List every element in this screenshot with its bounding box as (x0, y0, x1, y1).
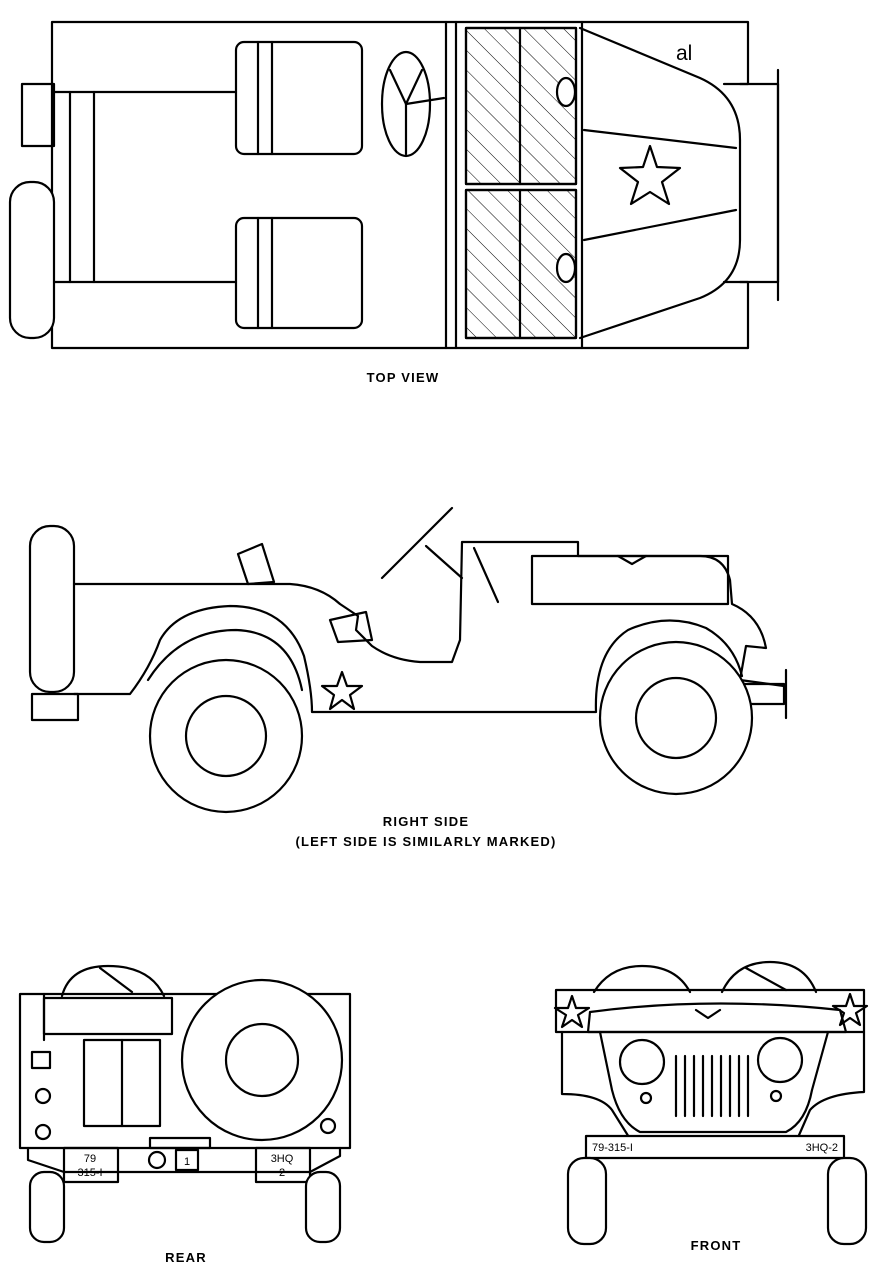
rear-view: 79 315-I 1 3HQ 2 REAR (18, 964, 352, 1265)
side-view: RIGHT SIDE (LEFT SIDE IS SIMILARLY MARKE… (28, 506, 788, 849)
front-star-left-icon (553, 994, 591, 1029)
front-grille (674, 1054, 750, 1118)
front-view: 79-315-I 3HQ-2 FRONT (553, 960, 869, 1253)
top-view: al TOP VIEW (8, 20, 780, 385)
rear-view-caption: REAR (165, 1250, 207, 1265)
rear-plate-right-line1: 3HQ (271, 1153, 294, 1165)
side-view-caption: RIGHT SIDE (383, 814, 469, 829)
front-star-right-icon (831, 992, 869, 1027)
front-plate-left: 79-315-I (592, 1142, 633, 1154)
steering-wheel-icon (380, 50, 446, 158)
top-bumper-marking: al (676, 42, 692, 65)
front-view-caption: FRONT (691, 1238, 742, 1253)
side-rear-wheel (148, 658, 304, 814)
side-star-icon (320, 670, 364, 711)
side-view-subcaption: (LEFT SIDE IS SIMILARLY MARKED) (295, 834, 556, 849)
top-seat-right (234, 216, 364, 330)
side-front-wheel (598, 640, 754, 796)
rear-plate-left-line1: 79 (84, 1153, 96, 1165)
top-view-caption: TOP VIEW (367, 370, 440, 385)
rear-plate-right-line2: 2 (279, 1167, 285, 1179)
rear-plate-center: 1 (184, 1156, 190, 1168)
top-seat-left (234, 40, 364, 156)
rear-plate-left-line2: 315-I (77, 1167, 102, 1179)
front-plate-right: 3HQ-2 (806, 1142, 838, 1154)
hood-star-icon (618, 144, 682, 206)
